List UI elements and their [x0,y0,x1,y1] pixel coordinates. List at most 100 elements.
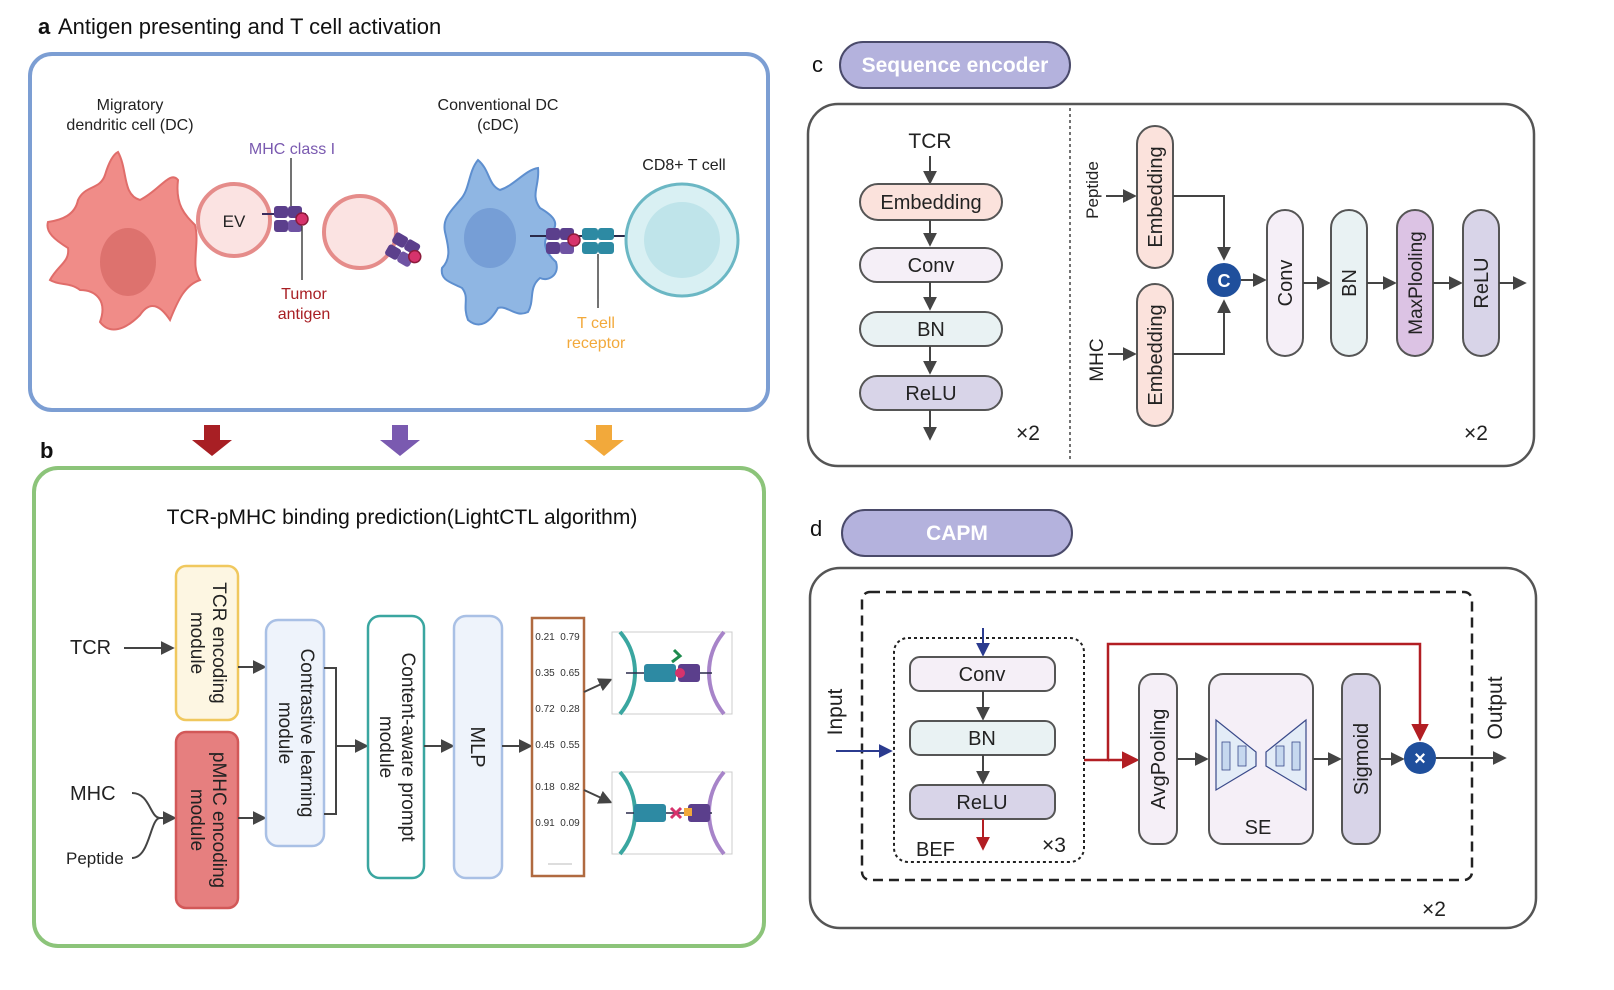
mhc-class-label: MHC class I [249,141,335,158]
se-bottleneck-icon [1215,718,1307,792]
score-cell: 0.65 [560,668,580,679]
contrastive-label-1: Contrastive learning [296,649,317,818]
capm-title: CAPM [926,522,988,545]
seq-right-repeat: ×2 [1464,422,1488,445]
down-arrow-red [192,425,232,456]
sequence-encoder-title: Sequence encoder [862,54,1049,77]
migratory-dc-nucleus [100,228,156,296]
tumor-antigen-label-1: Tumor [281,286,327,303]
capm-repeat-region [860,590,1474,882]
panel-a-frame [28,52,770,412]
panel-d: d CAPM Input Conv BN ReLU BEF ×3 AvgPool… [808,509,1538,930]
residual-connection [1084,642,1429,762]
pmhc-encoding-module [174,730,240,910]
panel-b-title: TCR-pMHC binding prediction(LightCTL alg… [167,506,638,529]
seq-conv-label: Conv [908,255,955,277]
seq-maxpool-label: MaxPlooling [1406,231,1427,335]
prompt-label-1: Content-aware prompt [397,652,418,842]
score-cell: 0.35 [535,668,555,679]
migratory-dc-label-2: dendritic cell (DC) [66,117,193,134]
seq-r-bn-label: BN [1339,269,1361,297]
sequence-encoder-title-pill [839,41,1071,89]
score-cell: 0.79 [560,632,580,643]
bef-repeat: ×3 [1042,834,1066,857]
seq-r-relu-label: ReLU [1471,257,1493,308]
se-label: SE [1245,817,1272,839]
score-to-positive-arrow [583,678,613,693]
concat-icon [1207,263,1241,297]
seq-r-conv-label: Conv [1275,260,1297,307]
score-cell: 0.45 [535,740,555,751]
seq-mhc-embedding-label: Embedding [1145,304,1167,405]
score-cell: 0.55 [560,740,580,751]
panel-a-letter: a [38,14,51,39]
multiply-icon [1404,742,1436,774]
score-to-negative-arrow [583,789,613,804]
multiply-label: × [1414,748,1426,770]
concat-label: C [1218,271,1231,291]
t-cell-label: CD8+ T cell [642,157,725,174]
panel-c: c Sequence encoder TCR Embedding Conv BN… [806,41,1536,468]
ev-icon-2 [322,194,398,270]
tcr-label-1: T cell [577,315,615,332]
panel-d-letter: d [810,516,822,541]
capm-output-label: Output [1484,676,1507,739]
score-cell: 0.72 [535,704,555,715]
tumor-antigen-label-2: antigen [278,306,331,323]
peptide-input-arrow [131,817,161,859]
input-mhc-label: MHC [70,783,116,805]
tcr-label-2: receptor [567,335,626,352]
migratory-dc-label-1: Migratory [97,97,164,114]
down-arrow-purple [380,425,420,456]
prompt-label-2: module [375,716,396,778]
score-cell: 0.21 [535,632,555,643]
mhc-complex-icon-2 [385,232,422,267]
tcr-encoding-label-1: TCR encoding [208,582,229,703]
score-cell: 0.91 [535,818,555,829]
capm-input-label: Input [824,688,847,735]
score-rows: 0.21 0.79 0.35 0.65 0.72 0.28 0.45 0.55 0.18 0.82… [535,632,580,829]
panel-b-letter: b [40,438,53,463]
mlp-label: MLP [466,726,488,767]
bef-label: BEF [916,839,955,861]
pmhc-encoding-label-2: module [186,789,207,851]
score-cell: 0.28 [560,704,580,715]
seq-peptide-embedding-label: Embedding [1145,146,1167,247]
seq-peptide-label: Peptide [1083,161,1102,219]
panel-c-letter: c [812,52,823,77]
capm-relu-label: ReLU [956,792,1007,814]
panel-a-title: Antigen presenting and T cell activation [58,14,441,39]
panel-b: b TCR-pMHC binding prediction(LightCTL a… [32,438,766,948]
cdc-label-1: Conventional DC [438,97,559,114]
contrastive-label-2: module [274,702,295,764]
input-tcr-label: TCR [70,637,111,659]
score-cell: 0.09 [560,818,580,829]
score-cell: 0.18 [535,782,555,793]
ev-label: EV [223,212,246,231]
ev-icon [196,182,272,258]
pmhc-encoding-label-1: pMHC encoding [208,752,229,888]
avgpool-label: AvgPooling [1148,709,1170,810]
seq-mhc-to-concat [1173,299,1231,355]
capm-repeat: ×2 [1422,898,1446,921]
cdc-label-2: (cDC) [477,117,519,134]
tcr-mhc-synapse-icon [530,228,640,254]
score-cell: 0.82 [560,782,580,793]
score-table [530,616,586,878]
seq-peptide-to-concat [1173,195,1231,261]
positive-binding-icon [611,630,733,716]
panel-a: a Antigen presenting and T cell activati… [28,14,770,412]
input-peptide-label: Peptide [66,849,124,868]
capm-title-pill [841,509,1073,557]
tcr-encoding-module [174,564,240,722]
sigmoid-label: Sigmoid [1351,723,1373,795]
seq-bn-label: BN [917,319,945,341]
bef-region [893,637,1085,863]
contrastive-learning-module [264,618,326,848]
panel-b-frame [32,466,766,948]
contrastive-merge-bracket [324,667,337,815]
negative-binding-icon [611,770,733,856]
capm-bn-label: BN [968,728,996,750]
seq-relu-label: ReLU [905,383,956,405]
